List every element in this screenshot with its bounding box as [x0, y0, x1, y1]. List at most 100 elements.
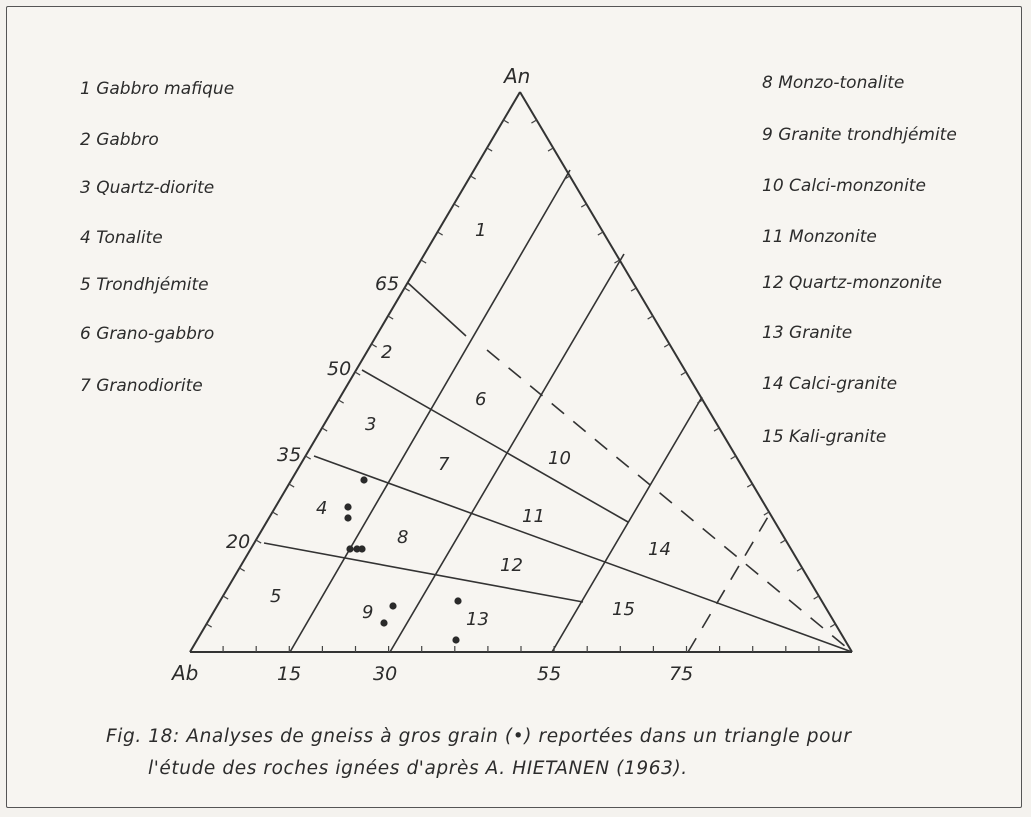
legend-item-9: 9 Granite trondhjémite [762, 125, 957, 145]
edge-tick [288, 483, 295, 488]
edge-tick [222, 595, 229, 600]
edge-tick [697, 399, 703, 404]
sample-points [344, 476, 462, 644]
edge-tick [680, 371, 687, 376]
boundary-20 [263, 542, 584, 603]
legend-right: 8 Monzo-tonalite 9 Granite trondhjémite … [762, 73, 957, 447]
legend-item-4: 4 Tonalite [80, 228, 163, 248]
figure-frame [6, 6, 1022, 808]
edge-tick [206, 623, 212, 628]
legend-item-10: 10 Calci-monzonite [762, 176, 926, 196]
sample-point [452, 636, 460, 644]
sample-point [360, 476, 368, 484]
tick-label-35: 35 [277, 444, 301, 466]
edge-tick [437, 231, 443, 236]
legend-item-15: 15 Kali-granite [762, 427, 886, 447]
legend-item-3: 3 Quartz-diorite [80, 178, 214, 198]
edge-tick [597, 231, 604, 236]
edge-tick [486, 147, 493, 152]
boundary-55 [551, 396, 703, 653]
boundary-15 [289, 169, 571, 653]
edge-tick [338, 399, 344, 404]
sample-point [380, 619, 388, 627]
edge-tick [580, 203, 587, 208]
field-3: 3 [365, 414, 376, 435]
edge-tick [305, 455, 311, 460]
edge-tick [813, 595, 820, 600]
legend-item-8: 8 Monzo-tonalite [762, 73, 904, 93]
edge-tick [371, 343, 377, 348]
edge-tick [420, 259, 427, 264]
edge-tick [796, 567, 803, 572]
field-9: 9 [362, 602, 373, 623]
edge-tick [713, 427, 720, 432]
edge-tick [272, 511, 278, 516]
edge-tick [746, 483, 753, 488]
legend-item-7: 7 Granodiorite [80, 376, 203, 396]
field-6: 6 [475, 389, 486, 410]
legend-item-12: 12 Quartz-monzonite [762, 273, 942, 293]
sample-point [344, 503, 352, 511]
edge-tick [404, 287, 410, 292]
boundary-35 [313, 455, 853, 653]
edge-tick [321, 427, 328, 432]
boundary-50 [361, 369, 629, 523]
edge-tick [614, 259, 620, 264]
field-7: 7 [438, 454, 450, 475]
field-boundaries [263, 169, 853, 653]
edge-tick [663, 343, 670, 348]
edge-tick [630, 287, 637, 292]
vertex-label-an: An [502, 64, 530, 88]
legend-item-2: 2 Gabbro [80, 130, 159, 150]
field-14: 14 [648, 539, 671, 560]
vertex-label-ab: Ab [170, 661, 198, 685]
dashed-boundary-upper [486, 349, 853, 653]
field-2: 2 [381, 342, 392, 363]
tick-label-15: 15 [277, 663, 301, 685]
tick-label-50: 50 [327, 358, 351, 380]
edge-tick [255, 539, 262, 544]
tick-label-75: 75 [669, 663, 693, 685]
edge-tick [780, 539, 786, 544]
sample-point [389, 602, 397, 610]
legend-item-5: 5 Trondhjémite [80, 275, 209, 295]
field-8: 8 [397, 527, 408, 548]
edge-tick [239, 567, 245, 572]
caption-line-2: l'étude des roches ignées d'après A. HIE… [148, 758, 688, 779]
sample-point [454, 597, 462, 605]
sample-point [358, 545, 366, 553]
sample-point [344, 514, 352, 522]
field-5: 5 [270, 586, 281, 607]
edge-tick [564, 175, 571, 180]
caption-line-1: Fig. 18: Analyses de gneiss à gros grain… [106, 726, 852, 747]
dashed-boundary-lower [687, 509, 773, 653]
edge-tick [354, 371, 361, 376]
boundary-30 [389, 253, 625, 653]
tick-label-30: 30 [373, 663, 397, 685]
field-15: 15 [612, 599, 635, 620]
edge-ticks [206, 119, 836, 652]
edge-tick [531, 119, 537, 124]
edge-tick [547, 147, 554, 152]
edge-tick [763, 511, 770, 516]
tick-label-55: 55 [537, 663, 561, 685]
field-13: 13 [466, 609, 489, 630]
legend-item-6: 6 Grano-gabbro [80, 324, 214, 344]
tick-label-65: 65 [375, 273, 399, 295]
tick-label-20: 20 [226, 531, 250, 553]
edge-tick [730, 455, 737, 460]
edge-tick [470, 175, 476, 180]
field-12: 12 [500, 555, 523, 576]
field-1: 1 [475, 220, 486, 241]
edge-tick [387, 315, 394, 320]
legend-item-14: 14 Calci-granite [762, 374, 897, 394]
legend-item-1: 1 Gabbro mafique [80, 79, 234, 99]
sample-point [353, 545, 361, 553]
boundary-65 [407, 282, 467, 337]
field-10: 10 [548, 448, 571, 469]
field-11: 11 [522, 506, 545, 527]
legend-item-13: 13 Granite [762, 323, 852, 343]
legend-left: 1 Gabbro mafique 2 Gabbro 3 Quartz-diori… [80, 79, 234, 396]
edge-tick [503, 119, 509, 124]
